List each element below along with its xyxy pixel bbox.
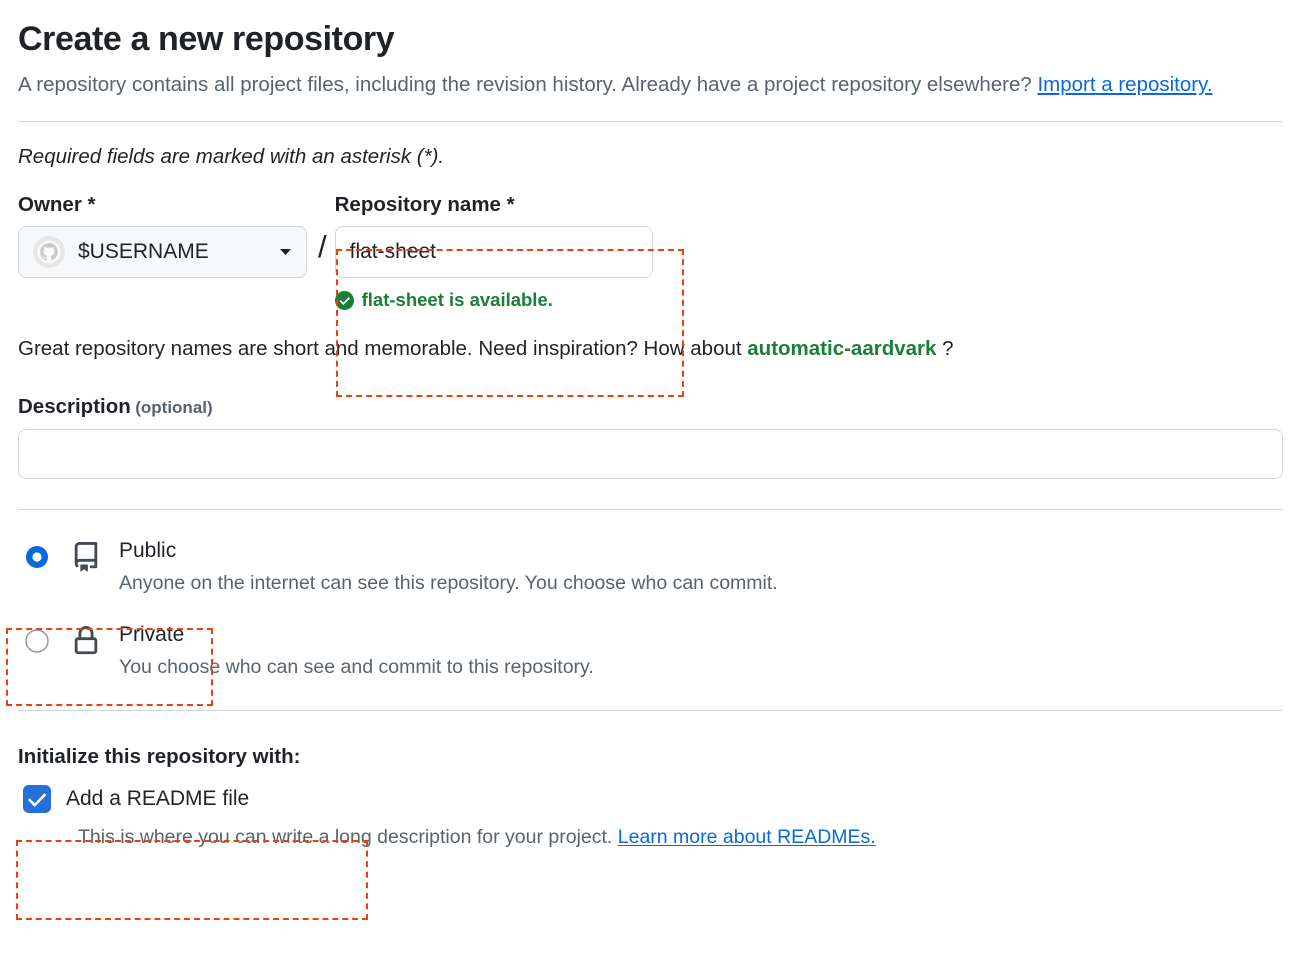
create-repository-form: Create a new repository A repository con…	[6, 20, 1283, 920]
visibility-option-private[interactable]: Private You choose who can see and commi…	[18, 616, 1282, 688]
description-optional-tag: (optional)	[135, 398, 213, 417]
initialize-heading: Initialize this repository with:	[18, 745, 301, 768]
repository-name-label: Repository name *	[334, 193, 515, 216]
visibility-options: Public Anyone on the internet can see th…	[18, 532, 1282, 688]
owner-and-name-row: Owner * $USERNAME / Repository name *	[18, 193, 1282, 311]
readme-label: Add a README file	[66, 787, 250, 810]
visibility-private-title: Private	[119, 623, 185, 646]
owner-field-group: Owner * $USERNAME	[18, 193, 308, 278]
repo-book-icon	[74, 542, 98, 572]
divider-initialize	[18, 710, 1283, 711]
readme-description: This is where you can write a long descr…	[78, 826, 1282, 849]
visibility-private-text: Private You choose who can see and commi…	[119, 616, 594, 683]
visibility-public-title: Public	[119, 539, 177, 562]
checkbox-readme-checked[interactable]	[23, 785, 51, 813]
owner-value: $USERNAME	[78, 240, 209, 263]
readme-checkbox-row[interactable]: Add a README file	[18, 785, 1282, 813]
divider-top	[18, 121, 1283, 122]
repository-name-input[interactable]	[334, 226, 653, 278]
page-description-text: A repository contains all project files,…	[18, 73, 1038, 96]
suggested-name[interactable]: automatic-aardvark	[747, 337, 937, 360]
owner-name-separator: /	[318, 229, 327, 264]
divider-visibility	[18, 509, 1283, 510]
suggestion-prefix: Great repository names are short and mem…	[18, 337, 748, 360]
annotation-box-initialize-readme	[16, 840, 368, 920]
owner-label: Owner *	[18, 193, 96, 216]
radio-public-selected[interactable]	[25, 545, 49, 569]
learn-more-readmes-link[interactable]: Learn more about READMEs.	[617, 826, 876, 848]
description-field-group: Description (optional)	[18, 395, 1283, 479]
page-description: A repository contains all project files,…	[18, 66, 1268, 104]
check-circle-fill-icon	[334, 290, 354, 310]
suggestion-suffix: ?	[942, 337, 954, 360]
chevron-down-icon	[280, 249, 291, 255]
description-label: Description	[18, 395, 131, 418]
description-input[interactable]	[18, 429, 1283, 479]
page-title: Create a new repository	[18, 20, 395, 58]
repository-name-field-group: Repository name * flat-sheet is availabl…	[334, 193, 683, 311]
import-repository-link[interactable]: Import a repository.	[1037, 73, 1213, 96]
repository-name-suggestion: Great repository names are short and mem…	[18, 337, 1282, 361]
lock-icon	[74, 626, 98, 655]
owner-select[interactable]: $USERNAME	[18, 226, 307, 278]
visibility-public-description: Anyone on the internet can see this repo…	[119, 572, 778, 594]
visibility-option-public[interactable]: Public Anyone on the internet can see th…	[18, 532, 1282, 604]
visibility-public-text: Public Anyone on the internet can see th…	[119, 532, 778, 599]
required-fields-note: Required fields are marked with an aster…	[18, 145, 445, 168]
availability-text: flat-sheet is available.	[361, 289, 553, 310]
repository-availability-message: flat-sheet is available.	[334, 289, 683, 311]
octocat-avatar-icon	[33, 236, 65, 268]
visibility-private-description: You choose who can see and commit to thi…	[119, 656, 594, 678]
radio-private-unselected[interactable]	[25, 629, 49, 653]
readme-description-text: This is where you can write a long descr…	[78, 826, 618, 848]
